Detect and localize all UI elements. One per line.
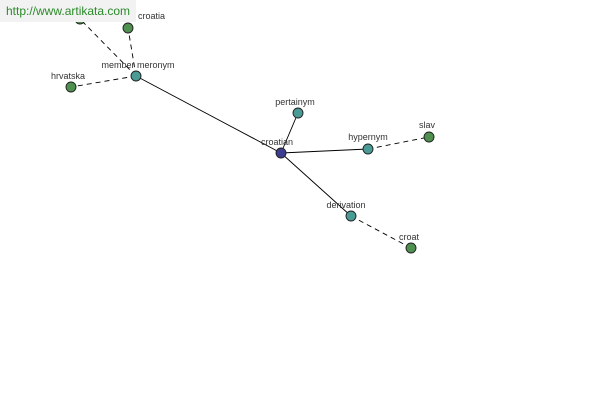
node-label-hypernym: hypernym — [348, 132, 388, 142]
node-croat[interactable] — [405, 242, 417, 254]
node-derivation[interactable] — [345, 210, 357, 222]
node-pertainym[interactable] — [292, 107, 304, 119]
node-label-derivation: derivation — [326, 200, 365, 210]
node-croatian[interactable] — [275, 147, 287, 159]
edge-hypernym-to-slav — [367, 136, 430, 150]
node-hrvatska[interactable] — [65, 81, 77, 93]
node-label-member-meronym: member meronym — [101, 60, 174, 70]
node-croatia[interactable] — [122, 22, 134, 34]
nodes-layer — [65, 13, 435, 254]
node-label-croatia: croatia — [138, 11, 165, 21]
node-slav[interactable] — [423, 131, 435, 143]
node-label-slav: slav — [419, 120, 436, 130]
edge-croatian-to-hypernym — [280, 148, 369, 154]
edge-croatian-to-member-meronym — [135, 75, 282, 154]
node-hypernym[interactable] — [362, 143, 374, 155]
edge-croatian-to-pertainym — [280, 112, 299, 154]
edge-croatian-to-derivation — [280, 152, 352, 217]
source-url-banner[interactable]: http://www.artikata.com — [0, 0, 137, 22]
edges-layer — [70, 18, 430, 249]
edge-member-meronym-to-hrvatska — [70, 75, 137, 88]
edge-member-meronym-to-croatia — [127, 27, 137, 77]
edge-derivation-to-croat — [350, 215, 412, 249]
node-label-hrvatska: hrvatska — [51, 71, 85, 81]
node-label-croatian: croatian — [261, 137, 293, 147]
node-member-meronym[interactable] — [130, 70, 142, 82]
node-label-croat: croat — [399, 232, 420, 242]
edge-member-meronym-to-word-top-left — [79, 18, 137, 77]
node-label-pertainym: pertainym — [275, 97, 315, 107]
labels-layer: croatian pertainym hypernym derivation membe… — [51, 11, 436, 242]
